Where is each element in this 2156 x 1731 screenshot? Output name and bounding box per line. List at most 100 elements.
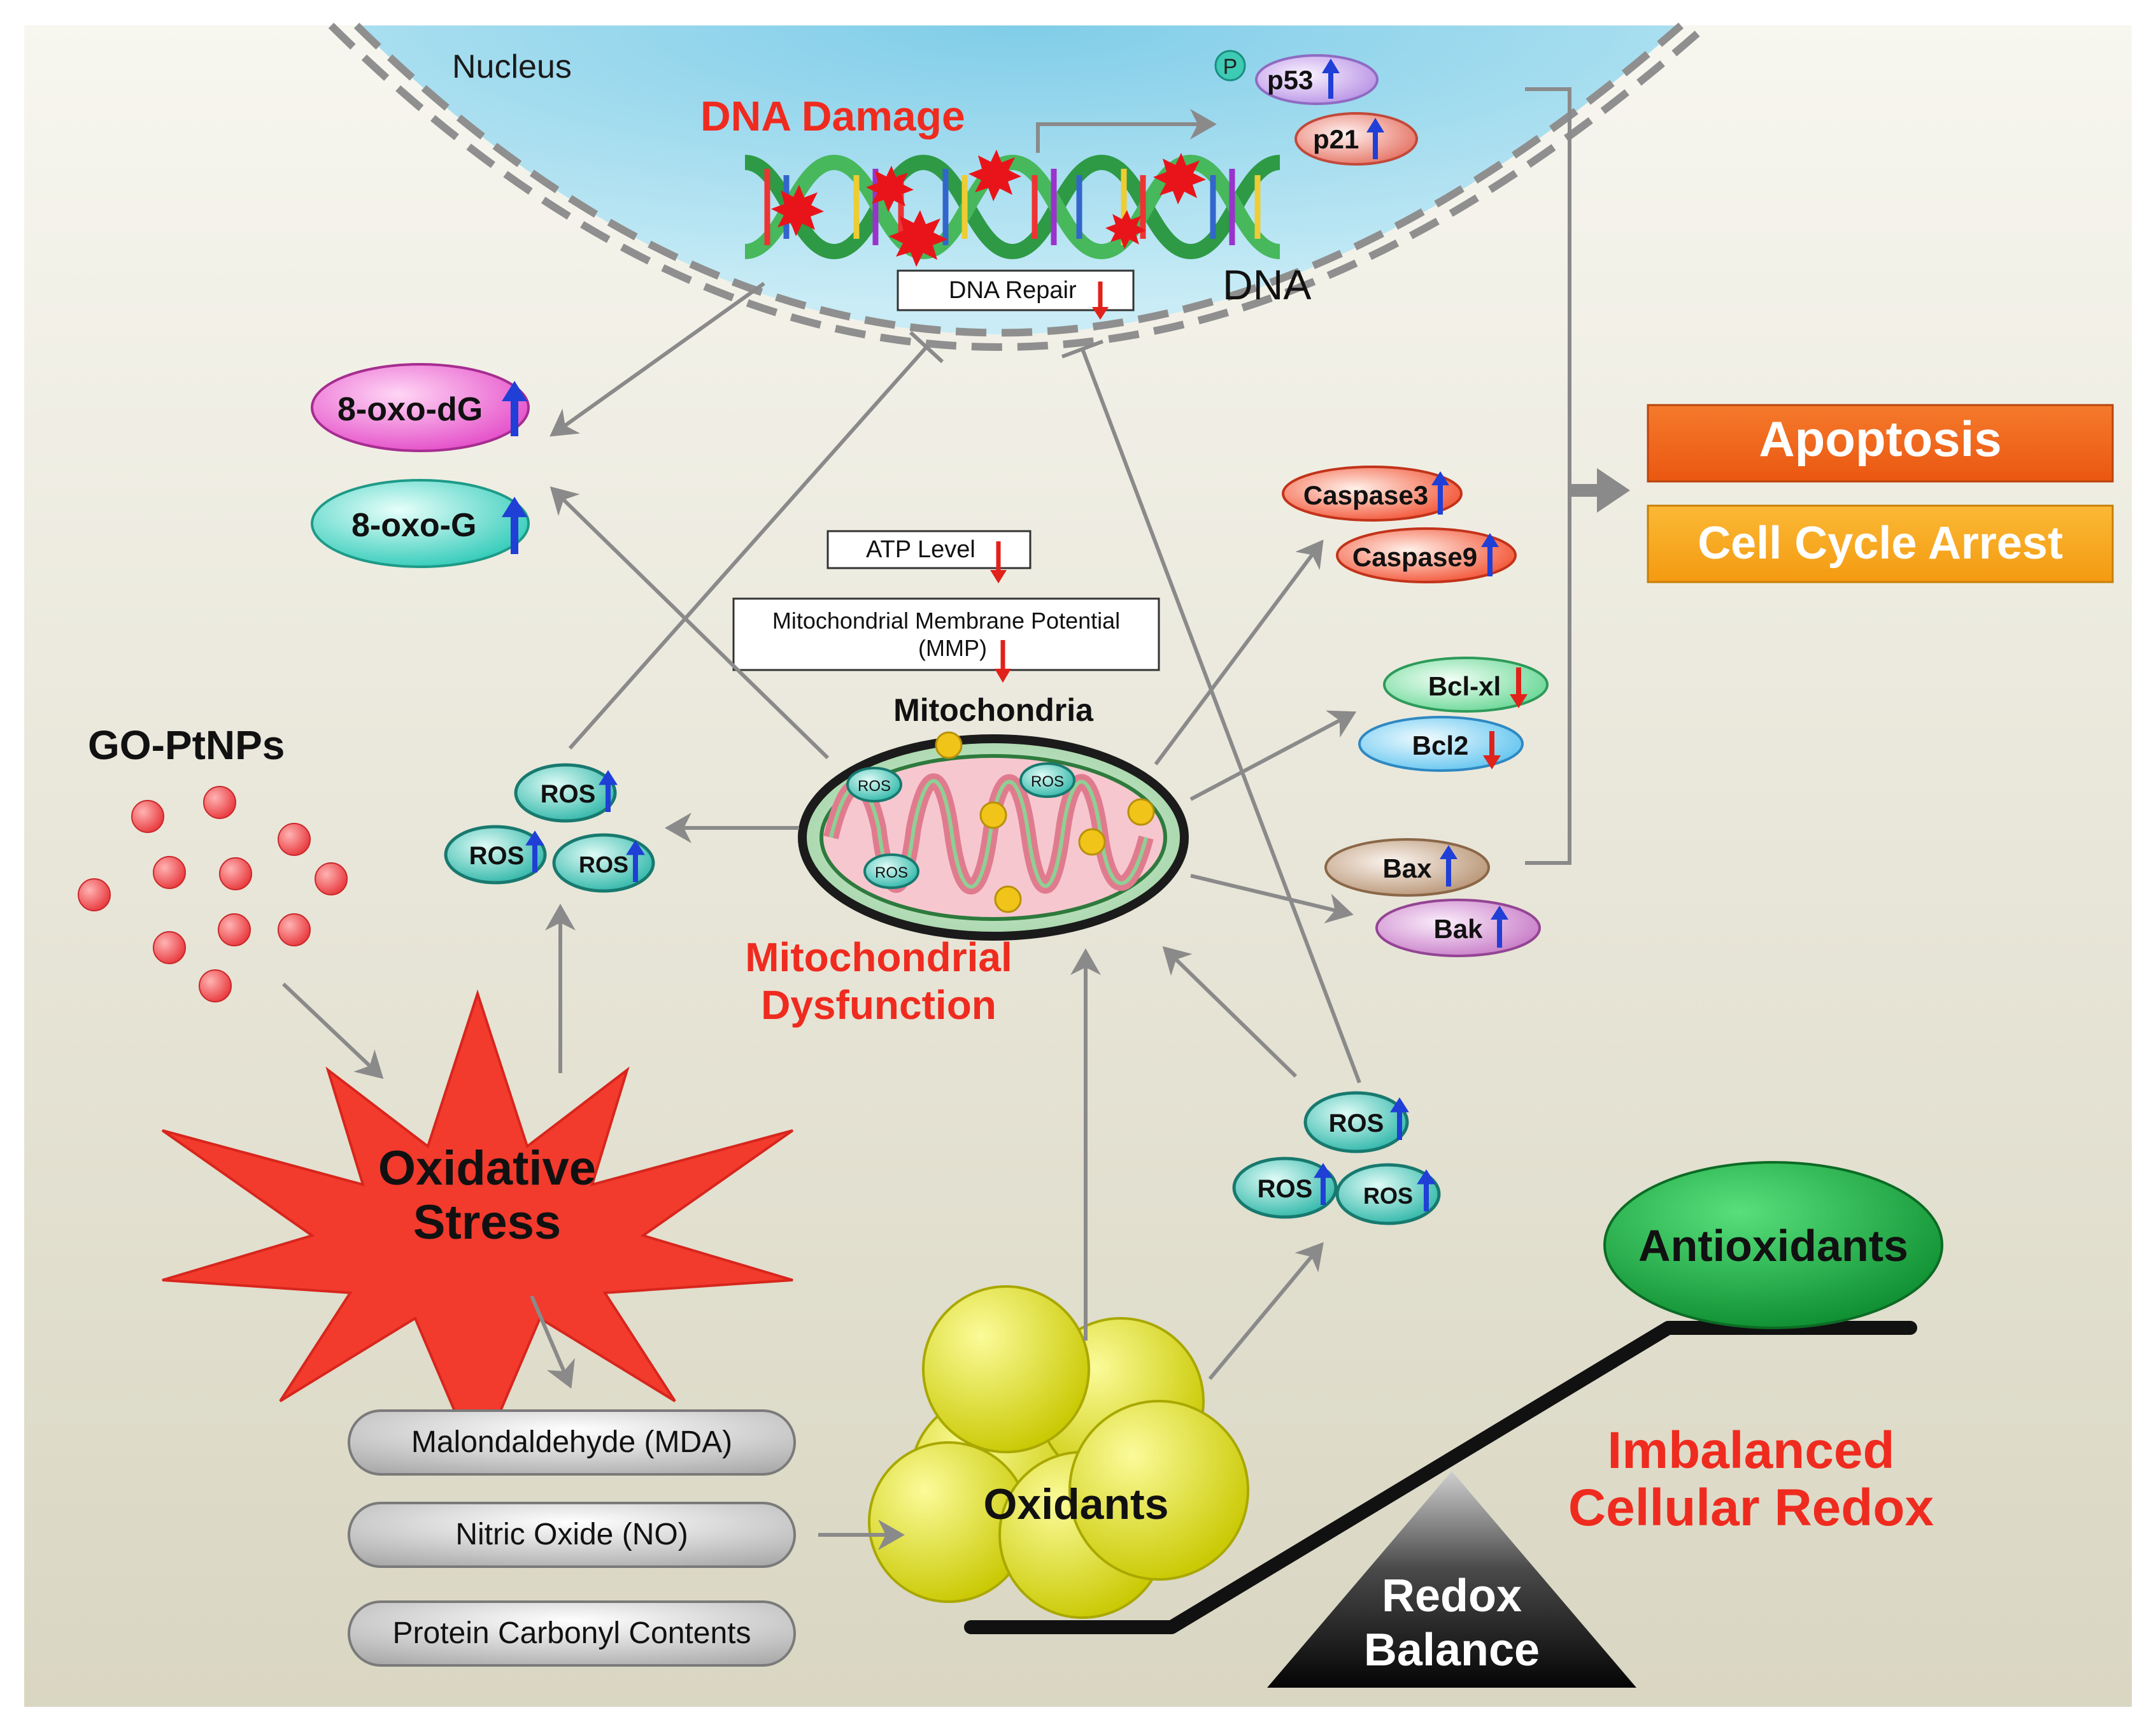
arrow-ptnps-to-stress	[281, 982, 384, 1079]
caspase3-up-arrow	[1431, 471, 1449, 515]
redox-line1: Redox	[1382, 1571, 1522, 1621]
mda-pill	[348, 1409, 796, 1476]
bclxl-label: Bcl-xl	[1428, 671, 1501, 701]
bcl2-label: Bcl2	[1412, 730, 1469, 760]
inhibit-ros-right-to-dna-repair	[1061, 339, 1361, 1084]
svg-text:ROS: ROS	[875, 864, 908, 881]
bak-label: Bak	[1433, 914, 1483, 944]
ros-cluster-right	[1232, 1091, 1441, 1225]
dna-damage-label: DNA Damage	[700, 92, 965, 139]
antioxidants-node	[1603, 1161, 1943, 1329]
ros-right-3-label: ROS	[1363, 1183, 1413, 1209]
arrow-nucleus-to-8-oxo-dg	[550, 281, 765, 437]
caspase9-node	[1336, 527, 1517, 583]
8-oxo-g-up-arrow	[502, 497, 527, 554]
phosphorylation-label: P	[1223, 55, 1238, 79]
p21-node	[1294, 112, 1418, 166]
mito-nanoparticles	[935, 731, 1155, 913]
cell-cycle-arrest-label: Cell Cycle Arrest	[1698, 518, 2063, 569]
8-oxo-g-label: 8-oxo-G	[351, 507, 476, 544]
oxidative-stress-line1: Oxidative	[378, 1141, 596, 1195]
svg-text:ROS: ROS	[1031, 773, 1064, 790]
p53-node	[1255, 54, 1379, 105]
ros-right-2-label: ROS	[1258, 1175, 1313, 1203]
protein-carbonyl-label: Protein Carbonyl Contents	[393, 1616, 751, 1650]
mito-dysfunction-line1: Mitochondrial	[745, 934, 1012, 980]
mitochondria-label: Mitochondria	[893, 692, 1094, 728]
outcome-bracket	[1525, 87, 1571, 865]
redox-fulcrum	[1267, 1471, 1636, 1688]
bax-up-arrow	[1440, 845, 1457, 887]
go-ptnps-particles	[78, 786, 348, 1002]
imbalanced-line1: Imbalanced	[1607, 1421, 1894, 1479]
8-oxo-dg-node	[311, 363, 530, 452]
bak-up-arrow	[1491, 906, 1508, 948]
arrow-mito-to-caspase	[1154, 539, 1324, 766]
arrow-mito-to-bax	[1190, 874, 1354, 923]
inhibit-ros-to-dna-repair	[568, 331, 944, 750]
arrow-oxidants-to-ros	[1208, 1242, 1324, 1380]
ros-right-1-label: ROS	[1329, 1109, 1384, 1137]
mito-ros-3: ROS	[863, 853, 919, 889]
bracket-arrow	[1570, 468, 1630, 513]
ros-left-3-label: ROS	[579, 851, 628, 878]
mmp-down-arrow	[995, 640, 1011, 683]
bax-label: Bax	[1382, 853, 1432, 883]
nucleus-label: Nucleus	[452, 48, 572, 85]
apoptosis-box	[1647, 404, 2114, 483]
atp-level-label: ATP Level	[866, 536, 975, 563]
caspase9-label: Caspase9	[1352, 542, 1477, 572]
bclxl-down-arrow	[1510, 667, 1528, 708]
mito-dysfunction-line2: Dysfunction	[761, 982, 996, 1028]
arrow-ros-to-mito	[1162, 946, 1298, 1078]
p53-label: p53	[1267, 65, 1313, 95]
arrow-stress-to-markers	[530, 1295, 575, 1389]
8-oxo-dg-up-arrow	[502, 381, 527, 436]
mitochondrion	[798, 734, 1189, 941]
mito-ros-2: ROS	[1019, 762, 1075, 798]
p21-label: p21	[1313, 124, 1359, 154]
arrow-mito-to-8-oxo-g	[550, 486, 830, 760]
caspase3-node	[1282, 466, 1463, 522]
caspase3-label: Caspase3	[1303, 480, 1428, 510]
ros-left-up-arrows	[525, 770, 645, 882]
imbalanced-line2: Cellular Redox	[1568, 1479, 1934, 1537]
mmp-label-line1: Mitochondrial Membrane Potential	[772, 608, 1120, 634]
ros-left-2-label: ROS	[469, 842, 525, 870]
bcl2-down-arrow	[1483, 731, 1501, 769]
ros-right-up-arrows	[1314, 1097, 1436, 1211]
8-oxo-dg-label: 8-oxo-dG	[337, 391, 483, 428]
protein-carbonyl-pill	[348, 1600, 796, 1667]
damage-markers	[771, 150, 1206, 267]
mito-ros-1: ROS	[846, 767, 902, 802]
phosphorylation-marker	[1214, 50, 1246, 82]
ros-cluster-left	[444, 763, 655, 893]
arrow-dna-to-p53	[1036, 109, 1217, 153]
dna-repair-label: DNA Repair	[949, 277, 1077, 304]
8-oxo-g-node	[311, 479, 530, 568]
p53-up-arrow	[1322, 59, 1340, 99]
caspase9-up-arrow	[1481, 533, 1499, 576]
dna-repair-down-arrow	[1092, 281, 1109, 320]
oxidants-cluster	[868, 1285, 1249, 1619]
dna-repair-box	[897, 269, 1135, 311]
nitric-oxide-pill	[348, 1502, 796, 1568]
nitric-oxide-label: Nitric Oxide (NO)	[455, 1518, 688, 1551]
cell-cycle-arrest-box	[1647, 504, 2114, 583]
bcl2-node	[1358, 716, 1524, 772]
atp-down-arrow	[990, 541, 1007, 583]
p21-up-arrow	[1366, 118, 1384, 159]
mda-label: Malondaldehyde (MDA)	[411, 1425, 732, 1459]
redox-line2: Balance	[1364, 1625, 1540, 1676]
go-ptnps-label: GO-PtNPs	[88, 722, 285, 768]
antioxidants-label: Antioxidants	[1638, 1221, 1908, 1271]
arrow-mito-to-bcl	[1189, 710, 1357, 801]
mmp-label-line2: (MMP)	[918, 635, 987, 661]
oxidative-stress-line2: Stress	[413, 1195, 561, 1250]
nucleus	[328, 22, 1709, 351]
oxidants-label: Oxidants	[984, 1480, 1169, 1528]
mmp-box	[732, 597, 1160, 671]
ros-left-1-label: ROS	[541, 780, 596, 808]
bclxl-node	[1383, 657, 1549, 713]
